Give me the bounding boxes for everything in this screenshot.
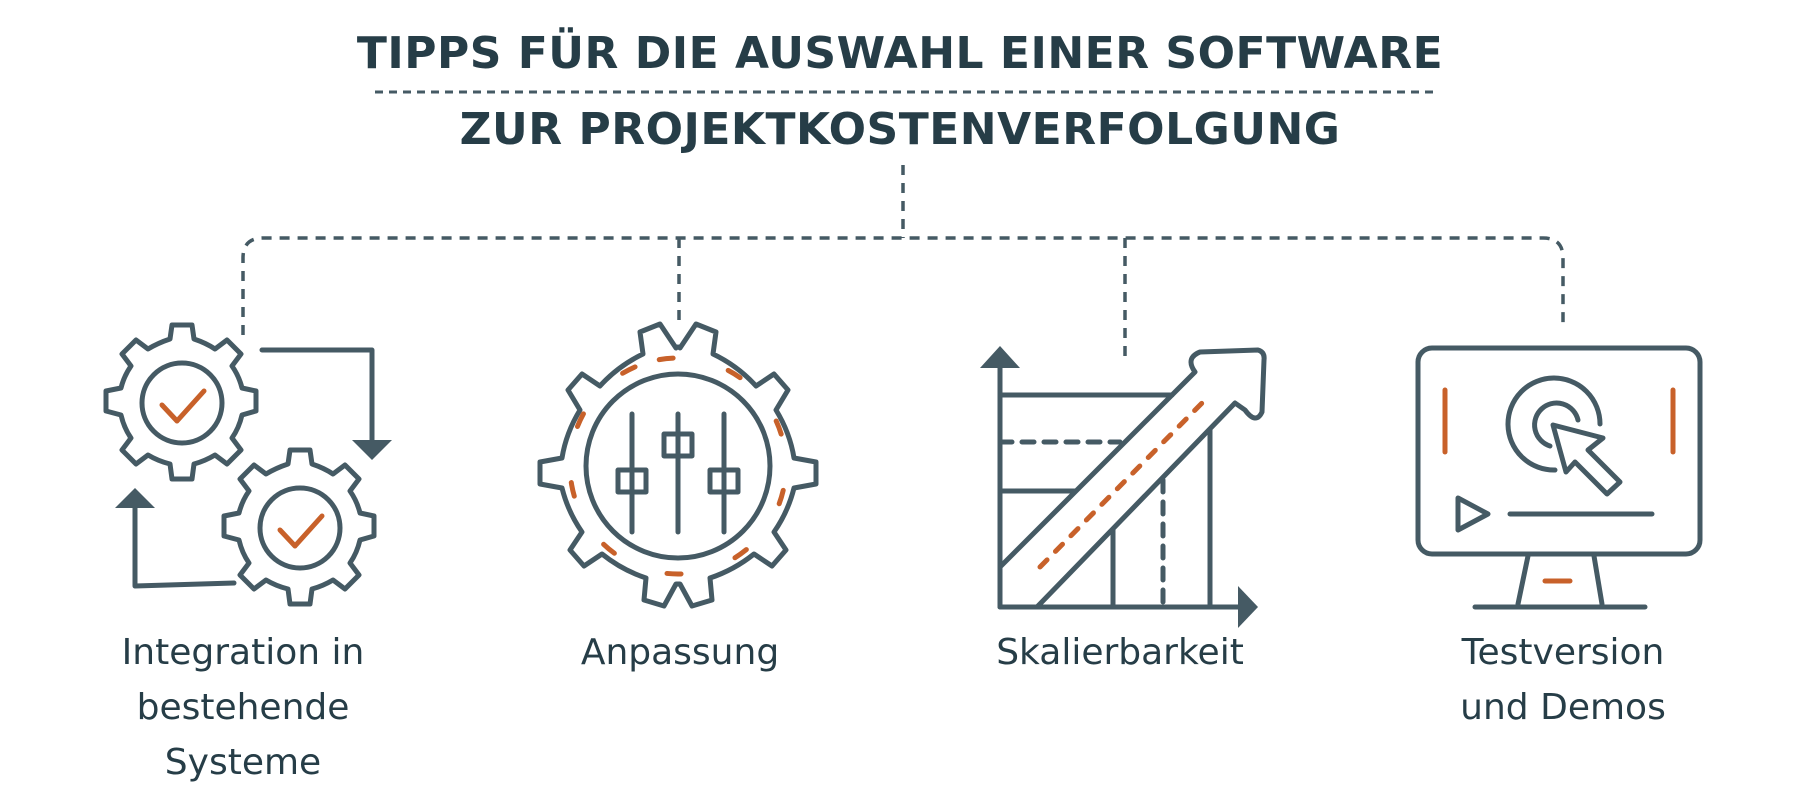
tip-label-anpassung: Anpassung: [500, 625, 860, 680]
label-line: Testversion: [1461, 632, 1665, 673]
gears-check-cycle-icon: [103, 322, 392, 607]
tip-label-integration: Integration in bestehende Systeme: [63, 625, 423, 790]
label-line: Anpassung: [580, 632, 780, 673]
label-line: Integration in: [121, 632, 365, 673]
label-line: Skalierbarkeit: [996, 632, 1244, 673]
growth-chart-arrow-icon: [980, 346, 1267, 628]
tip-label-skalierbarkeit: Skalierbarkeit: [940, 625, 1300, 680]
tip-label-testversion: Testversion und Demos: [1383, 625, 1743, 735]
title-line-1: TIPPS FÜR DIE AUSWAHL EINER SOFTWARE: [356, 28, 1444, 79]
monitor-click-demo-icon: [1415, 345, 1703, 610]
label-line: Systeme: [164, 742, 322, 783]
gear-sliders-icon: [537, 321, 819, 609]
title-line-2: ZUR PROJEKTKOSTENVERFOLGUNG: [459, 104, 1341, 155]
label-line: bestehende: [136, 687, 350, 728]
label-line: und Demos: [1460, 687, 1666, 728]
connector-lines: [241, 165, 1565, 358]
